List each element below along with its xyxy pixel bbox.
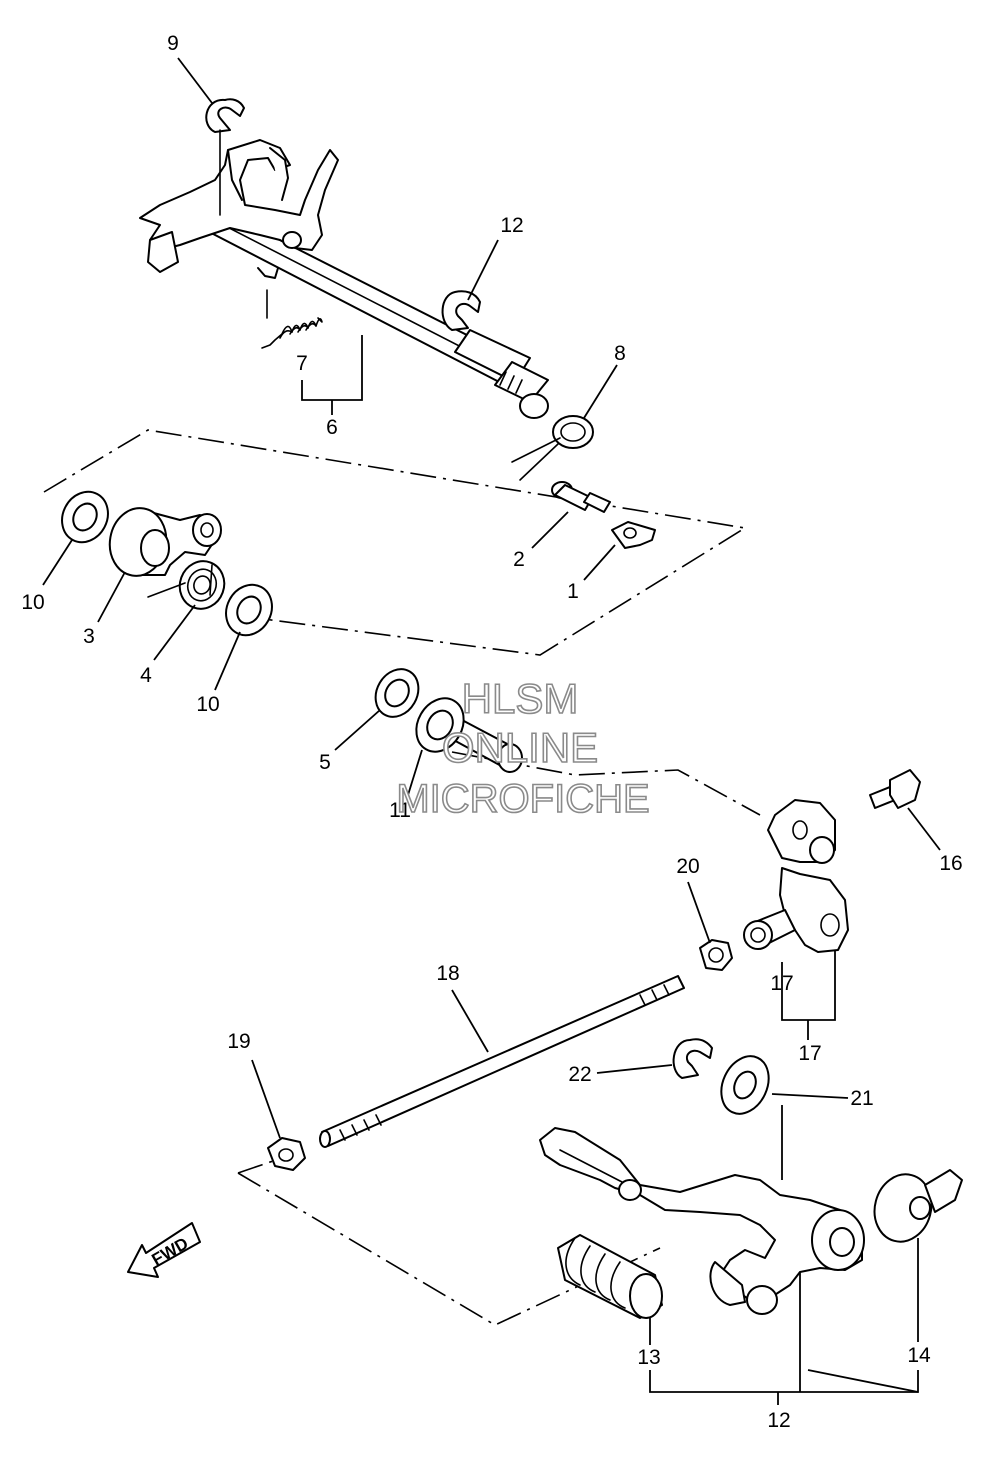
watermark: HLSM ONLINE MICROFICHE xyxy=(396,674,651,822)
watermark-line-3: MICROFICHE xyxy=(396,777,649,821)
shift-rod-19 xyxy=(319,975,685,1148)
callout-23: 22 xyxy=(568,1063,591,1086)
circlip-23 xyxy=(672,1038,713,1079)
torsion-spring-8 xyxy=(511,415,594,481)
e-clip-9 xyxy=(205,98,245,216)
callout-12: 12 xyxy=(500,214,523,237)
callout-4: 4 xyxy=(140,664,152,687)
callout-6: 6 xyxy=(326,416,338,439)
nut-21 xyxy=(699,939,733,971)
stopper-lever-3 xyxy=(108,507,222,577)
callout-20: 19 xyxy=(227,1030,250,1053)
shift-shaft xyxy=(139,139,549,419)
callout-8: 8 xyxy=(614,342,626,365)
joint-15 xyxy=(873,1169,963,1243)
watermark-line-2: ONLINE xyxy=(442,724,598,771)
washer-22 xyxy=(720,1055,770,1115)
washer-collar-11 xyxy=(415,697,523,773)
callout-14: 13 xyxy=(637,1346,660,1369)
callout-1: 1 xyxy=(567,580,579,603)
callout-9: 9 xyxy=(167,32,179,55)
callout-22: 21 xyxy=(850,1087,873,1110)
spring-4 xyxy=(147,560,226,610)
nut-20 xyxy=(267,1137,306,1171)
callout-10-lower: 10 xyxy=(196,693,219,716)
callout-18: 17 xyxy=(770,972,793,995)
callout-11: 11 xyxy=(389,799,411,822)
plate-1 xyxy=(611,521,656,549)
shift-pedal-13 xyxy=(539,1127,865,1315)
forward-arrow-icon: FWD xyxy=(127,1222,201,1278)
callout-labels: 9 12 8 7 6 10 3 4 10 2 1 5 11 16 20 17 1… xyxy=(21,32,962,1432)
spring-7 xyxy=(261,317,323,349)
pin-bolt-2 xyxy=(551,481,611,513)
callout-10-upper: 10 xyxy=(21,591,44,614)
oil-seal-5 xyxy=(374,668,420,718)
leader-lines xyxy=(42,57,941,1405)
footrest-rubber-14 xyxy=(557,1234,663,1319)
callout-2: 2 xyxy=(513,548,525,571)
washer-10b xyxy=(225,583,273,637)
callout-3: 3 xyxy=(83,625,95,648)
callout-16: 16 xyxy=(939,852,962,875)
callout-15: 14 xyxy=(907,1344,931,1367)
callout-5: 5 xyxy=(319,751,331,774)
callout-19: 18 xyxy=(436,962,459,985)
callout-7: 7 xyxy=(296,352,308,375)
e-clip-12 xyxy=(441,290,481,331)
callout-17: 17 xyxy=(798,1042,821,1065)
watermark-line-1: HLSM xyxy=(462,675,579,722)
assembly-outline-lower xyxy=(237,1159,661,1326)
callout-13: 12 xyxy=(767,1409,790,1432)
washer-10a xyxy=(61,490,109,544)
bolt-16 xyxy=(869,769,921,809)
callout-21: 20 xyxy=(676,855,699,878)
shift-arm-18 xyxy=(743,799,849,953)
